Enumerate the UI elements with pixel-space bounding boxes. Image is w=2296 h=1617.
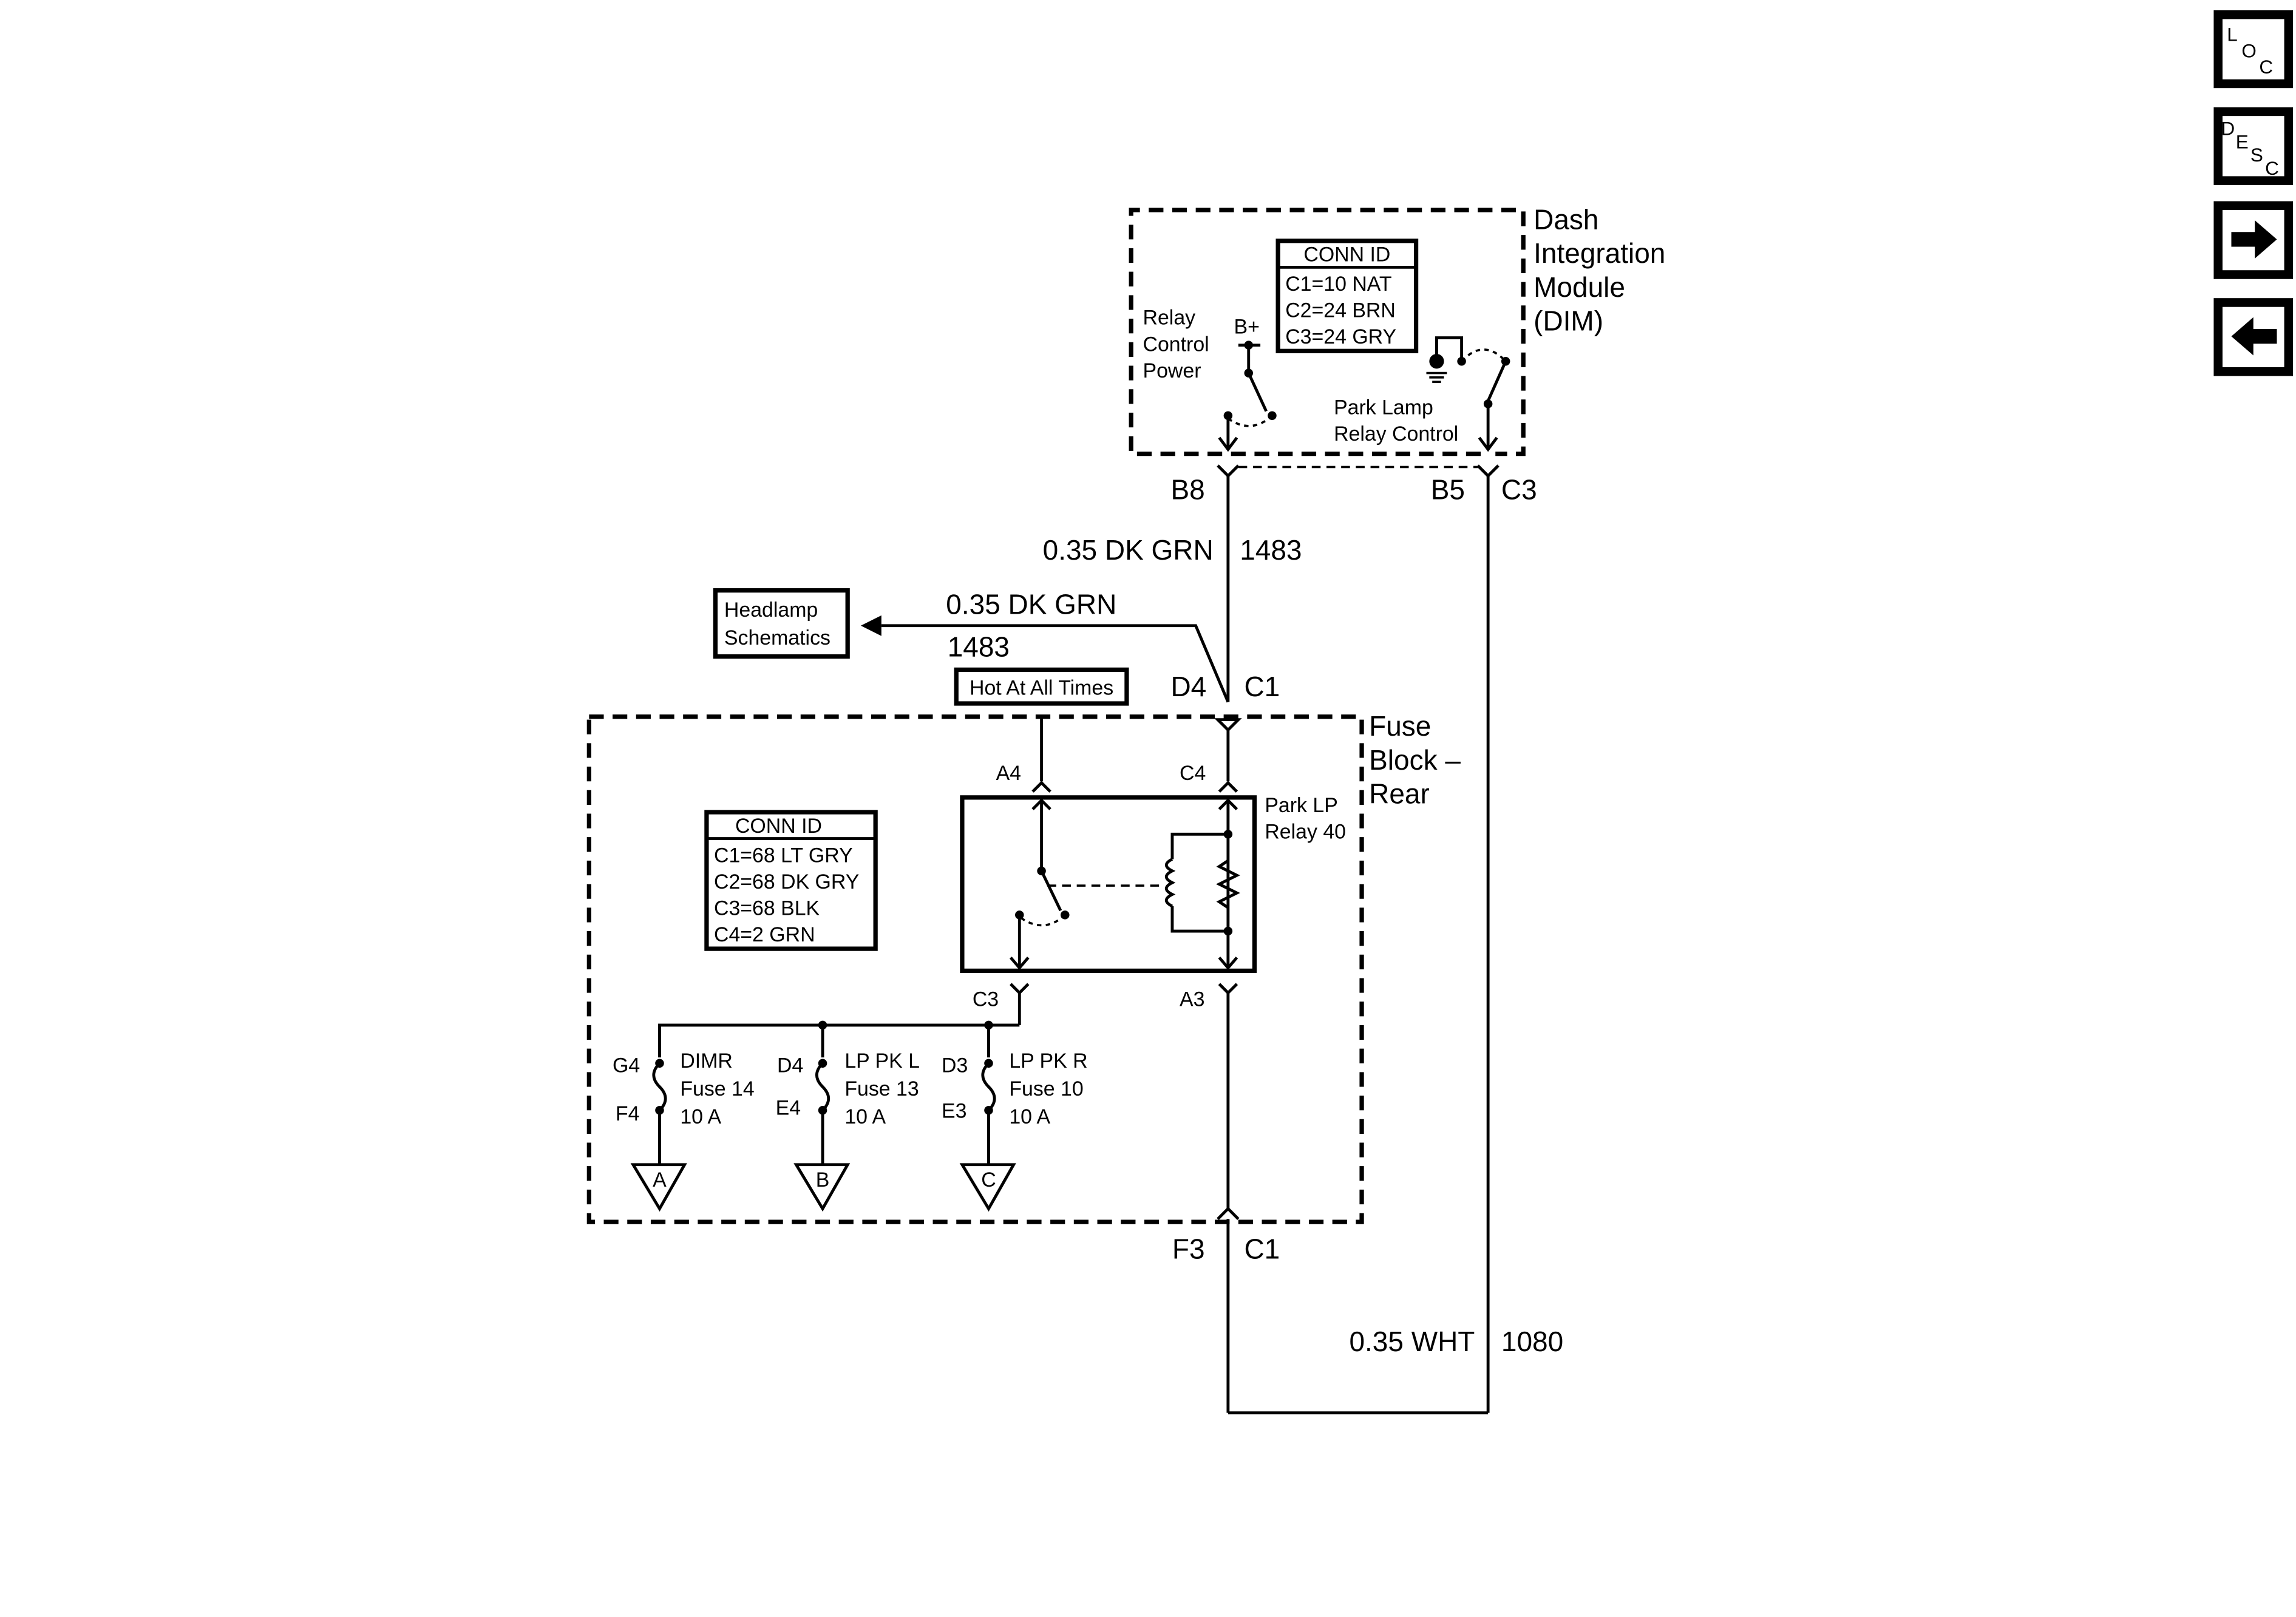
loc-letter-l: L: [2227, 24, 2237, 46]
relay-control-power-switch: Relay Control Power B+: [1143, 307, 1277, 452]
fuse-14-out-pin: F4: [616, 1102, 640, 1125]
fuse-icon: [981, 1062, 996, 1111]
wire-1483: 0.35 DK GRN 1483: [1043, 475, 1302, 702]
dim-conn-c1: C1=10 NAT: [1285, 273, 1391, 296]
relay-label: Park LP Relay 40: [1265, 794, 1346, 844]
relay-pin-a4: A4: [996, 762, 1021, 785]
relay-pin-a3: A3: [1180, 988, 1204, 1011]
fuse-10-out-pin: E3: [942, 1099, 966, 1122]
fuse-block-title: Fuse Block – Rear: [1369, 710, 1469, 809]
fuse-14-label: DIMR Fuse 14 10 A: [680, 1049, 760, 1128]
fuse-icon: [652, 1062, 667, 1111]
fuse-10-ref: C: [981, 1168, 996, 1192]
dim-title: Dash Integration Module (DIM): [1533, 203, 1673, 336]
fuse-13-ref: B: [816, 1168, 830, 1192]
arrow-right-icon: [2231, 220, 2277, 259]
wire-1483-color: 0.35 DK GRN: [1043, 534, 1214, 566]
relay-pin-c3: C3: [973, 988, 999, 1011]
off-page-reference-c[interactable]: [959, 1163, 1016, 1212]
fuse-10-lp-pk-r: D3 E3 LP PK R Fuse 10 10 A C: [942, 1049, 1093, 1212]
fuse-block-pin-c1-bottom: C1: [1244, 1233, 1280, 1265]
dim-conn-id-header: CONN ID: [1303, 243, 1390, 266]
dim-module: Dash Integration Module (DIM) CONN ID C1…: [1129, 203, 1673, 506]
relay-pin-c4: C4: [1180, 762, 1206, 785]
fuse-14-in-pin: G4: [613, 1054, 640, 1077]
wire-1080-color: 0.35 WHT: [1349, 1326, 1475, 1357]
headlamp-wire-circuit: 1483: [948, 631, 1010, 663]
off-page-reference-b[interactable]: [793, 1163, 851, 1212]
desc-letter-d: D: [2221, 118, 2235, 140]
off-page-reference-a[interactable]: [630, 1163, 687, 1212]
svg-text:Hot At All Times: Hot At All Times: [970, 676, 1113, 699]
desc-letter-e: E: [2236, 131, 2249, 152]
pin-c3-label: C3: [1501, 474, 1537, 506]
fuse-block-conn-id-table: CONN ID C1=68 LT GRY C2=68 DK GRY C3=68 …: [704, 810, 878, 951]
previous-page-button[interactable]: [2213, 298, 2294, 376]
fuse-14-dimr: G4 F4 DIMR Fuse 14 10 A A: [613, 1049, 760, 1212]
park-lamp-relay-control-label: Park Lamp Relay Control: [1334, 396, 1458, 446]
relay-control-power-label: Relay Control Power: [1143, 307, 1215, 382]
ground-icon: [1429, 354, 1444, 369]
loc-button[interactable]: L O C: [2213, 10, 2294, 89]
fuse-icon: [815, 1062, 830, 1111]
resistor-icon: [1215, 859, 1240, 909]
wire-1080: 0.35 WHT 1080: [1226, 475, 1563, 1415]
dim-conn-id-table: CONN ID C1=10 NAT C2=24 BRN C3=24 GRY: [1275, 239, 1419, 353]
next-page-button[interactable]: [2213, 201, 2294, 279]
desc-letter-s: S: [2250, 144, 2263, 166]
fuse-block-pin-c1-top: C1: [1244, 671, 1280, 702]
hot-at-all-times-label: Hot At All Times: [954, 667, 1129, 706]
fuse-13-out-pin: E4: [776, 1096, 801, 1119]
wire-1483-circuit: 1483: [1240, 534, 1302, 566]
pin-b8-label: B8: [1171, 474, 1205, 506]
b-plus-label: B+: [1234, 315, 1260, 338]
arrow-left-icon: [860, 615, 881, 636]
headlamp-schematics-reference[interactable]: Headlamp Schematics: [713, 588, 850, 659]
park-lp-relay-40: Park LP Relay 40 A4 C4 C3 A3: [960, 716, 1346, 1209]
fuse-block-pin-f3: F3: [1172, 1233, 1205, 1265]
relay-coil-icon: [1164, 858, 1176, 908]
fuse-14-ref: A: [653, 1168, 667, 1192]
loc-letter-o: O: [2241, 40, 2256, 61]
fuse-13-lp-pk-l: D4 E4 LP PK L Fuse 13 10 A B: [776, 1049, 925, 1212]
fuse-10-label: LP PK R Fuse 10 10 A: [1009, 1049, 1093, 1128]
arrow-left-icon: [2231, 317, 2277, 356]
fuse-13-in-pin: D4: [777, 1054, 803, 1077]
fuse-conn-id-header: CONN ID: [735, 815, 822, 838]
park-lamp-relay-control-switch: Park Lamp Relay Control: [1334, 336, 1510, 452]
loc-letter-c: C: [2259, 56, 2273, 78]
wire-1080-circuit: 1080: [1501, 1326, 1563, 1357]
dim-conn-c3: C3=24 GRY: [1285, 325, 1396, 348]
headlamp-wire-color: 0.35 DK GRN: [946, 588, 1116, 620]
desc-button[interactable]: D E S C: [2213, 107, 2294, 185]
fuse-conn-c3: C3=68 BLK: [714, 897, 820, 920]
svg-text:Headlamp Schematics: Headlamp Schematics: [724, 598, 830, 649]
fuse-10-in-pin: D3: [942, 1054, 968, 1077]
fuse-13-label: LP PK L Fuse 13 10 A: [844, 1049, 925, 1128]
fuse-block-pin-d4: D4: [1171, 671, 1207, 702]
desc-letter-c: C: [2265, 158, 2279, 179]
fuse-conn-c1: C1=68 LT GRY: [714, 844, 853, 867]
dim-conn-c2: C2=24 BRN: [1285, 299, 1396, 322]
wire-1483-headlamp-branch: 0.35 DK GRN 1483: [860, 588, 1230, 703]
fuse-block-rear: Fuse Block – Rear D4 C1 F3 C1 CONN ID C1…: [586, 671, 1469, 1265]
pin-b5-label: B5: [1431, 474, 1465, 506]
fuse-conn-c2: C2=68 DK GRY: [714, 870, 859, 893]
fuse-conn-c4: C4=2 GRN: [714, 923, 815, 946]
